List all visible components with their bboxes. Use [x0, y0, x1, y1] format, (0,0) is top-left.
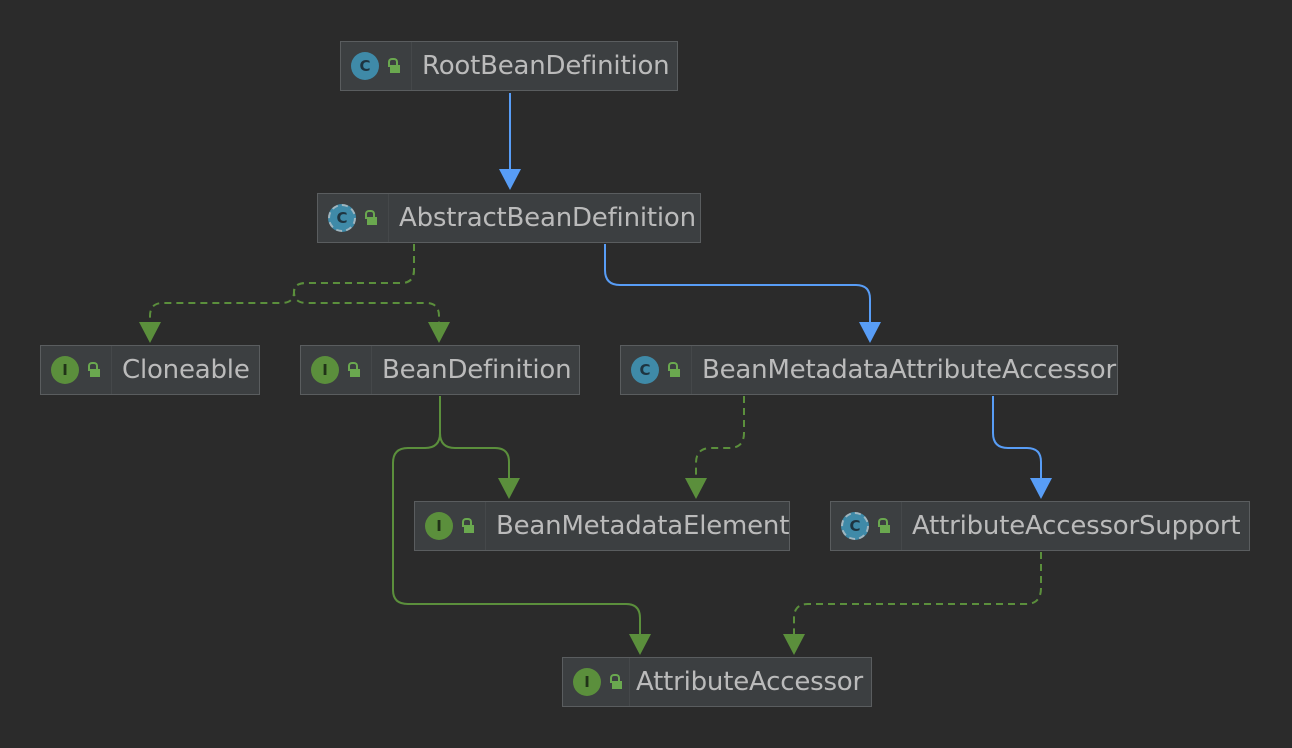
node-label: AbstractBeanDefinition [399, 203, 696, 233]
arrowhead-root-to-abstract [499, 169, 521, 190]
arrowhead-beandef-to-aa [629, 634, 651, 655]
edge-aas-to-aa [793, 552, 1042, 636]
edge-bmaa-to-aas [992, 396, 1042, 480]
abstract-class-icon: C [841, 512, 869, 540]
edge-abstract-to-bmaa [604, 244, 871, 324]
edge-abstract-to-beandef [292, 244, 440, 324]
node-label: AttributeAccessor [636, 667, 864, 697]
edge-beandef-to-aa [392, 396, 641, 636]
node-cloneable[interactable]: I Cloneable [40, 345, 260, 395]
node-abstract-bean-definition[interactable]: C AbstractBeanDefinition [317, 193, 701, 243]
interface-icon: I [51, 356, 79, 384]
arrowhead-bmaa-to-bme [685, 478, 707, 499]
edge-beandef-to-bme [439, 396, 510, 480]
node-label: AttributeAccessorSupport [912, 511, 1241, 541]
interface-icon: I [425, 512, 453, 540]
public-lock-icon [87, 362, 101, 378]
arrowhead-bmaa-to-aas [1030, 478, 1052, 499]
divider [629, 658, 630, 706]
divider [485, 502, 486, 550]
arrowhead-abstract-to-bmaa [859, 322, 881, 343]
public-lock-icon [877, 518, 891, 534]
public-lock-icon [667, 362, 681, 378]
divider [388, 194, 389, 242]
interface-icon: I [311, 356, 339, 384]
node-bean-metadata-attribute-accessor[interactable]: C BeanMetadataAttributeAccessor [620, 345, 1118, 395]
interface-icon: I [573, 668, 601, 696]
arrowhead-aas-to-aa [783, 634, 805, 655]
public-lock-icon [387, 58, 401, 74]
node-bean-metadata-element[interactable]: I BeanMetadataElement [414, 501, 790, 551]
node-label: BeanMetadataAttributeAccessor [702, 355, 1116, 385]
class-icon: C [631, 356, 659, 384]
divider [371, 346, 372, 394]
public-lock-icon [347, 362, 361, 378]
node-root-bean-definition[interactable]: C RootBeanDefinition [340, 41, 678, 91]
node-attribute-accessor[interactable]: I AttributeAccessor [562, 657, 872, 707]
arrowhead-beandef-to-bme [498, 478, 520, 499]
divider [691, 346, 692, 394]
public-lock-icon [461, 518, 475, 534]
abstract-class-icon: C [328, 204, 356, 232]
class-icon: C [351, 52, 379, 80]
divider [901, 502, 902, 550]
node-attribute-accessor-support[interactable]: C AttributeAccessorSupport [830, 501, 1250, 551]
node-label: Cloneable [122, 355, 250, 385]
node-label: BeanMetadataElement [496, 511, 790, 541]
node-label: RootBeanDefinition [422, 51, 670, 81]
divider [111, 346, 112, 394]
public-lock-icon [364, 210, 378, 226]
edge-bmaa-to-bme [695, 396, 745, 480]
arrowhead-abstract-to-cloneable [139, 322, 161, 343]
arrowhead-abstract-to-beandef [428, 322, 450, 343]
node-label: BeanDefinition [382, 355, 572, 385]
node-bean-definition[interactable]: I BeanDefinition [300, 345, 580, 395]
divider [411, 42, 412, 90]
public-lock-icon [609, 674, 623, 690]
